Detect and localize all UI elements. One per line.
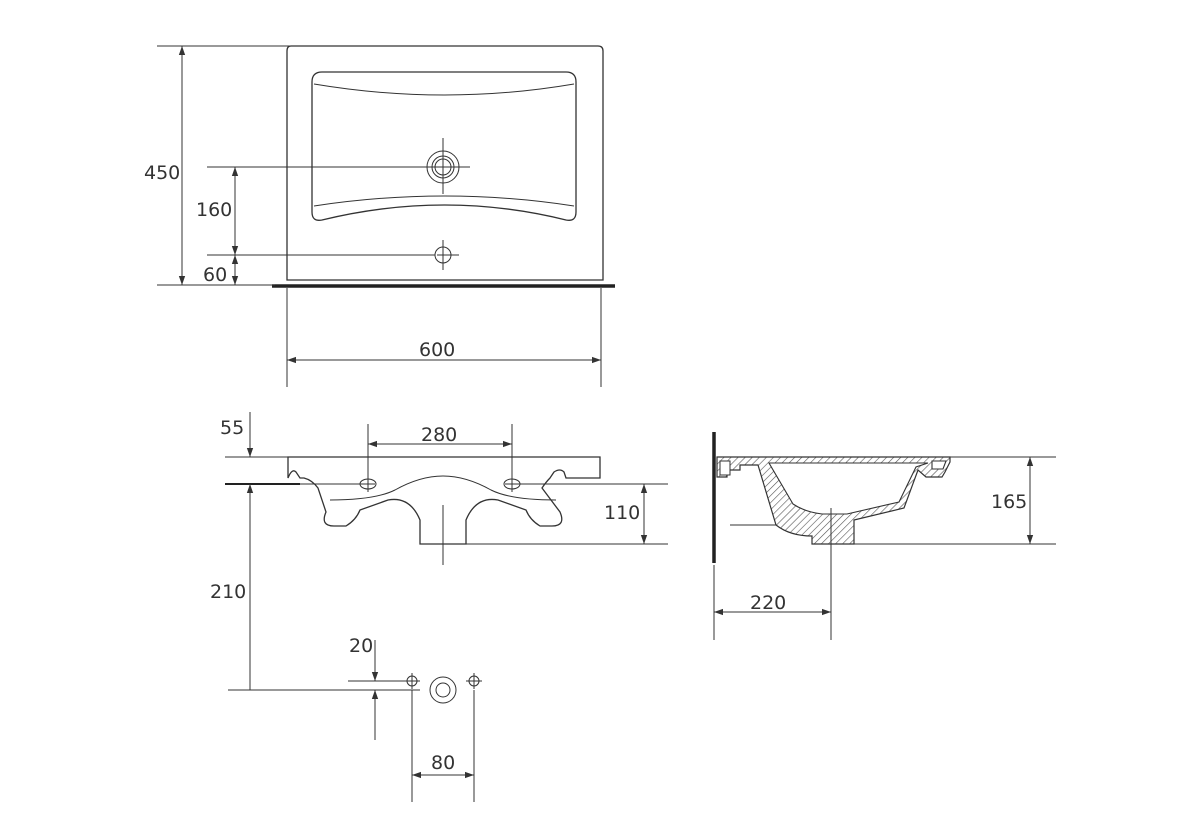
dim-drain-from-wall-label: 220: [750, 592, 786, 614]
bowl-outline: [311, 71, 577, 221]
dim-depth-label: 450: [144, 162, 180, 184]
front-view: 55 280 110 210: [210, 412, 668, 691]
basin-front-outline: [287, 456, 601, 545]
dim-bowl-depth-label: 110: [604, 502, 640, 524]
tap-hole-icon: [434, 240, 459, 270]
side-view: 165 220: [712, 432, 1056, 640]
dim-spacing-label: 80: [431, 752, 455, 774]
dim-edge-offset-label: 60: [203, 264, 227, 286]
dim-flange-label: 55: [220, 417, 244, 439]
front-bowl-arch: [329, 475, 557, 501]
dim-vertical-label: 20: [349, 635, 373, 657]
side-rim-detail: [931, 460, 947, 470]
dim-hole-spacing-label: 280: [421, 424, 457, 446]
dim-tap-offset-label: 160: [196, 199, 232, 221]
side-section-inner: [768, 462, 929, 515]
bolt-hole-right-icon: [466, 673, 482, 689]
top-view: 450 160 60 600: [144, 45, 615, 387]
bowl-back-curve: [313, 83, 575, 96]
side-tap-detail: [719, 460, 731, 476]
bowl-front-curve: [313, 195, 575, 207]
holes-detail: 20 80: [348, 635, 482, 802]
dim-height-label: 165: [991, 491, 1027, 513]
outlet-icon: [429, 676, 457, 704]
dim-drain-height-label: 210: [210, 581, 246, 603]
dim-width-label: 600: [419, 339, 455, 361]
